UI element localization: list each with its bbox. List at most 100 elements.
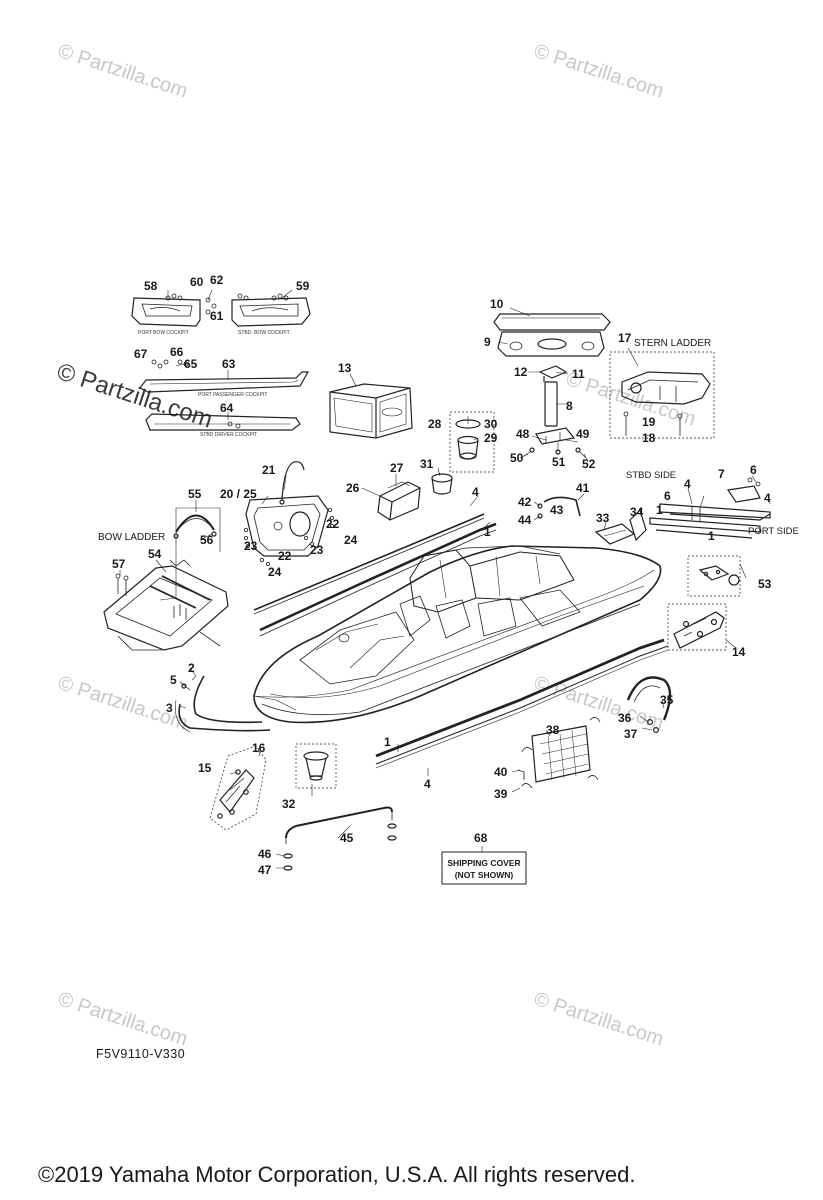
callout-51: 51 — [552, 455, 566, 469]
callout-4b: 4 — [684, 477, 691, 491]
bow-cleat — [217, 769, 255, 819]
callout-7: 7 — [718, 467, 725, 481]
decal-stbd-bow-cockpit — [231, 297, 311, 327]
callout-68: 68 — [474, 831, 488, 845]
callout-46: 46 — [258, 847, 272, 861]
callout-11: 11 — [572, 367, 585, 381]
callout-52: 52 — [582, 457, 596, 471]
bow-ladder-box — [159, 507, 221, 601]
stern-rail-port — [649, 517, 761, 539]
callout-1d: 1 — [384, 735, 391, 749]
callout-12: 12 — [514, 365, 528, 379]
callout-13: 13 — [338, 361, 352, 375]
callout-numbers: 58 60 62 61 59 67 66 65 63 64 13 10 9 12… — [112, 273, 772, 877]
label-port-bow-cockpit: PORT BOW COCKPIT — [138, 330, 189, 336]
label-port-side: PORT SIDE — [748, 526, 799, 537]
callout-3: 3 — [166, 701, 173, 715]
callout-22b: 22 — [278, 549, 292, 563]
callout-22a: 22 — [326, 517, 340, 531]
callout-67: 67 — [134, 347, 148, 361]
callout-63: 63 — [222, 357, 236, 371]
callout-10: 10 — [490, 297, 504, 311]
callout-1a: 1 — [484, 525, 491, 539]
callout-2: 2 — [188, 661, 195, 675]
cargo-net-38 — [531, 725, 591, 783]
callout-65: 65 — [184, 357, 198, 371]
callout-27: 27 — [390, 461, 404, 475]
callout-34: 34 — [630, 505, 644, 519]
fender-35 — [626, 676, 672, 733]
callout-49: 49 — [576, 427, 590, 441]
callout-8: 8 — [566, 399, 573, 413]
diagram-code: F5V9110-V330 — [96, 1047, 186, 1061]
callout-9: 9 — [484, 335, 491, 349]
callout-39: 39 — [494, 787, 508, 801]
screws-6 — [691, 477, 761, 522]
callout-40: 40 — [494, 765, 508, 779]
bracket-34 — [629, 508, 647, 542]
callout-6a: 6 — [750, 463, 757, 477]
callout-48: 48 — [516, 427, 530, 441]
cleat-14 — [673, 611, 725, 649]
bolts-57 — [115, 573, 129, 596]
table-base-plate — [497, 331, 605, 357]
callout-24a: 24 — [344, 533, 358, 547]
callout-32: 32 — [282, 797, 296, 811]
bow-cleat-box — [209, 745, 267, 831]
decal-fasteners-58 — [165, 293, 289, 315]
storage-tray — [377, 481, 421, 521]
callout-45: 45 — [340, 831, 354, 845]
label-stbd-side: STBD SIDE — [626, 470, 676, 481]
glovebox-lid — [245, 495, 329, 557]
callout-43: 43 — [550, 503, 564, 517]
gas-strut-21 — [279, 461, 305, 505]
copyright-notice: ©2019 Yamaha Motor Corporation, U.S.A. A… — [38, 1162, 636, 1187]
callout-17: 17 — [618, 331, 632, 345]
fasteners-65-67 — [151, 359, 241, 429]
decal-port-bow-cockpit — [131, 297, 201, 327]
bow-trim — [175, 675, 271, 733]
stern-ladder-box — [609, 351, 715, 439]
callout-37: 37 — [624, 727, 638, 741]
callout-57: 57 — [112, 557, 126, 571]
cup-holder-box — [449, 411, 495, 473]
callout-54: 54 — [148, 547, 162, 561]
label-stbd-bow-cockpit: STBD. BOW COCKPIT — [238, 330, 290, 336]
callout-36: 36 — [618, 711, 632, 725]
callout-1b: 1 — [656, 503, 663, 517]
callout-44: 44 — [518, 513, 532, 527]
light-53-box — [687, 555, 741, 597]
callout-33: 33 — [596, 511, 610, 525]
callout-55: 55 — [188, 487, 202, 501]
callout-53: 53 — [758, 577, 772, 591]
cleat-plate-14 — [667, 603, 727, 651]
callout-50: 50 — [510, 451, 524, 465]
callout-66: 66 — [170, 345, 184, 359]
cooler — [329, 383, 413, 439]
callout-14: 14 — [732, 645, 746, 659]
stern-ladder-hardware — [623, 411, 683, 436]
callout-64: 64 — [220, 401, 234, 415]
stern-rail-stbd — [659, 503, 771, 521]
trim-stbd-driver-cockpit — [145, 413, 301, 431]
label-port-passenger-cockpit: PORT PASSENGER COCKPIT — [198, 392, 267, 398]
bow-ladder — [103, 559, 229, 651]
label-shipping-cover: SHIPPING COVER — [447, 858, 520, 868]
callout-62: 62 — [210, 273, 224, 287]
boat-hull — [253, 545, 662, 724]
stern-ladder — [621, 371, 711, 405]
callout-47: 47 — [258, 863, 272, 877]
callout-20-25: 20 / 25 — [220, 487, 257, 501]
label-stern-ladder: STERN LADDER — [634, 338, 711, 349]
callout-56: 56 — [200, 533, 214, 547]
callout-29: 29 — [484, 431, 498, 445]
callout-59: 59 — [296, 279, 310, 293]
callout-21: 21 — [262, 463, 276, 477]
callout-28: 28 — [428, 417, 442, 431]
callout-5: 5 — [170, 673, 177, 687]
shipping-cover-box — [441, 851, 527, 885]
step-33 — [594, 523, 636, 545]
table-top — [493, 313, 611, 331]
callout-4a: 4 — [472, 485, 479, 499]
drain-32 — [303, 751, 329, 781]
